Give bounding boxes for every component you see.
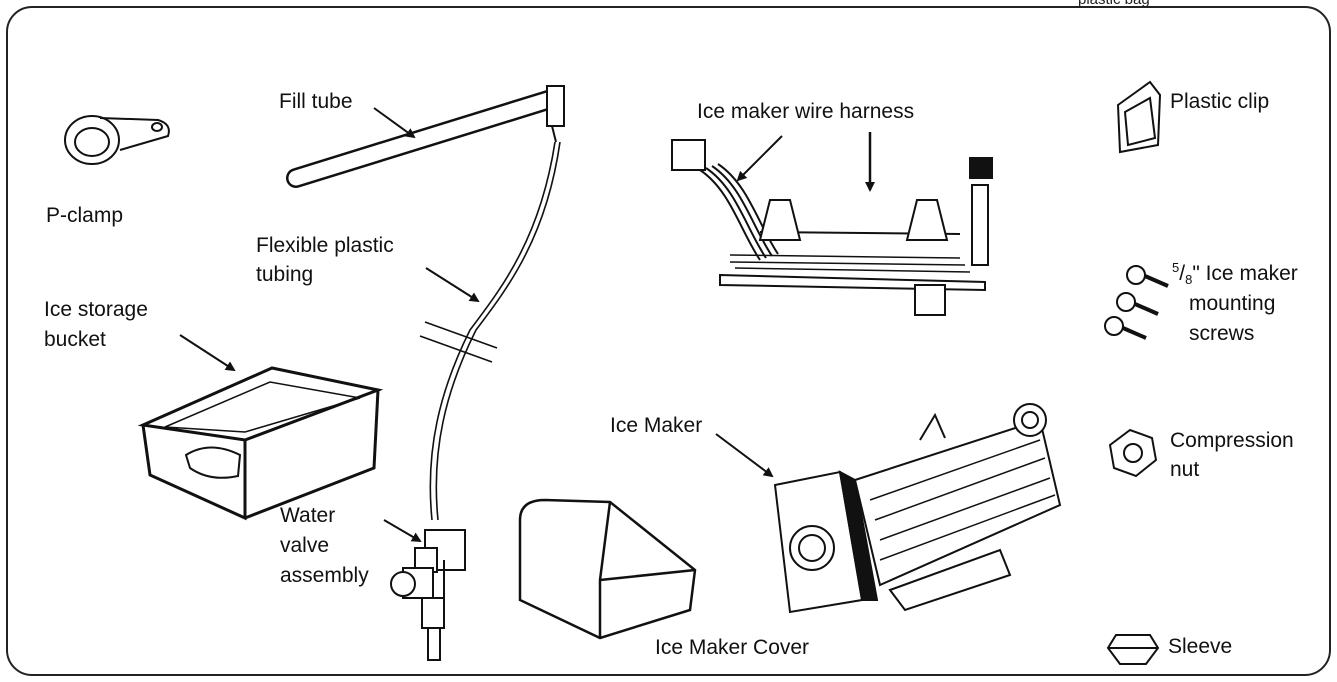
wire-harness-illustration (671, 139, 993, 316)
ice-maker-cover-label: Ice Maker Cover (655, 636, 810, 659)
p-clamp-label: P-clamp (46, 204, 124, 227)
screws-label-rest: " Ice maker (1192, 262, 1298, 285)
compression-nut-label-2: nut (1170, 458, 1200, 481)
wire-harness-label: Ice maker wire harness (697, 100, 915, 123)
screws-label-2: mounting (1189, 292, 1276, 315)
screws-fraction-denominator: 8 (1185, 272, 1193, 287)
ice-maker-illustration (773, 403, 1062, 614)
screws-fraction-numerator: 5 (1172, 260, 1180, 275)
water-valve-illustration (390, 529, 466, 661)
fill-tube-illustration (286, 85, 565, 188)
tubing-arrow (425, 267, 480, 303)
water-valve-label-3: assembly (280, 564, 369, 587)
ice-storage-bucket-illustration (137, 366, 384, 521)
flexible-tubing-label-2: tubing (256, 263, 314, 286)
plastic-clip-illustration (1116, 80, 1162, 154)
harness-arrow-1 (736, 135, 783, 182)
compression-nut-label-1: Compression (1170, 429, 1294, 452)
water-valve-arrow (383, 519, 422, 543)
water-valve-label-2: valve (280, 534, 330, 557)
ice-maker-cover-illustration (518, 498, 697, 640)
plastic-bag-note: plastic bag (1078, 0, 1150, 8)
bucket-arrow (179, 334, 236, 372)
sleeve-illustration (1106, 634, 1160, 665)
screws-label-1: 5/8" Ice maker (1172, 260, 1298, 287)
mounting-screws-illustration (1104, 265, 1169, 340)
flexible-tubing-illustration (419, 141, 561, 521)
sleeve-label: Sleeve (1168, 635, 1233, 658)
screws-label-3: screws (1189, 322, 1255, 345)
fill-tube-label: Fill tube (279, 90, 353, 113)
ice-maker-arrow (715, 433, 774, 478)
fill-tube-arrow (373, 107, 416, 139)
plastic-clip-label: Plastic clip (1170, 90, 1270, 113)
ice-maker-label: Ice Maker (610, 414, 703, 437)
water-valve-label-1: Water (280, 504, 336, 527)
flexible-tubing-label-1: Flexible plastic (256, 234, 394, 257)
compression-nut-illustration (1108, 428, 1158, 478)
bucket-label-1: Ice storage (44, 298, 148, 321)
bucket-label-2: bucket (44, 328, 106, 351)
p-clamp-illustration (64, 115, 170, 165)
